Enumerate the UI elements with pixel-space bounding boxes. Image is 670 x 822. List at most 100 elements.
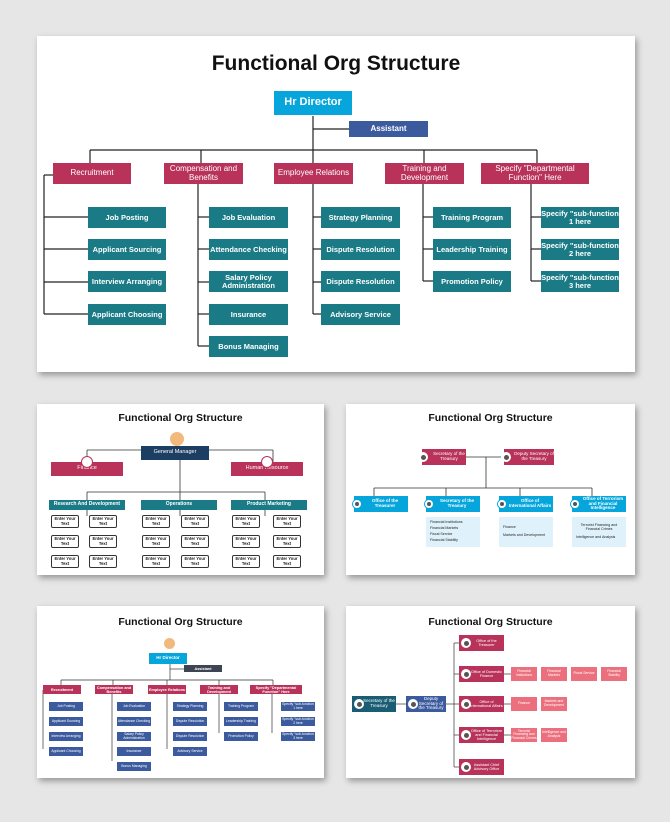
sub-function-box: Training Program [433,207,511,228]
person-icon [418,452,428,462]
person-icon [461,669,471,679]
sub-function-box: Salary Policy Administration [209,271,288,292]
office-box: Office of Domestic Finance [459,666,504,682]
division-box: Product Marketing [231,500,307,510]
person-icon [501,452,511,462]
slide-3-title: Functional Org Structure [428,412,553,424]
slide-5[interactable]: Functional Org Structure Secretary of th… [346,606,635,778]
deputy-box: Deputy Secretary of the Treasury [504,449,554,465]
slide-4[interactable]: Functional Org Structure Hr Director Ass… [37,606,324,778]
sub-function-box: Training Program [224,702,258,711]
sub-function-box: Bonus Managing [117,762,151,771]
sub-function-box: Dispute Resolution [173,717,207,726]
slide-4-title: Functional Org Structure [118,616,243,628]
detail-item: Finance [503,525,516,530]
detail-item: Terrorist Financing and Financial Crimes [580,523,618,532]
assistant-box: Assistant [349,121,428,137]
text-cell: Enter Your Text [273,535,301,548]
sub-function-box: Attendance Checking [209,239,288,260]
detail-item: Markets and Development [503,533,545,537]
sub-function-box: Interview Arranging [49,732,83,741]
subunit-box: Finance [511,697,537,711]
human-resource-icon [261,456,273,468]
sub-function-box: Dispute Resolution [321,271,400,292]
division-box: Operations [141,500,217,510]
person-icon-dot [463,701,469,707]
sub-function-box: Specify "sub-function 1 here [281,701,315,711]
dept-box: Compensation and Benefits [95,685,133,694]
sub-function-box: Advisory Service [173,747,207,756]
sub-function-box: Advisory Service [321,304,400,325]
sub-function-box: Promotion Policy [224,732,258,741]
sub-function-box: Applicant Choosing [49,747,83,756]
sub-function-box: Strategy Planning [173,702,207,711]
human-resource-box: Human Resource [231,462,303,476]
slide-1-title: Functional Org Structure [211,52,461,75]
slide-1[interactable]: Functional Org Structure [37,36,635,372]
text-cell: Enter Your Text [89,555,117,568]
text-cell: Enter Your Text [142,555,170,568]
person-icon-dot [463,671,469,677]
detail-item: Financial Markets [430,526,459,531]
detail-item: Financial Stability [430,538,458,543]
sub-function-box: Attendance Checking [117,717,151,726]
office-box: Office of Terrorism and Financial Intell… [459,727,504,743]
sub-function-box: Job Posting [49,702,83,711]
text-cell: Enter Your Text [181,535,209,548]
text-cell: Enter Your Text [181,515,209,528]
text-cell: Enter Your Text [142,535,170,548]
dept-compensation: Compensation and Benefits [164,163,243,184]
office-box: Office of International Affairs [499,496,553,512]
office-box: Office of International Affairs [459,696,504,712]
sub-function-box: Interview Arranging [88,271,166,292]
sub-function-box: Dispute Resolution [173,732,207,741]
subunit-box: Intelligence and Analysis [541,728,567,742]
dept-training: Training and Development [385,163,464,184]
sub-function-box: Dispute Resolution [321,239,400,260]
sub-function-box: Promotion Policy [433,271,511,292]
sub-function-box: Insurance [117,747,151,756]
sub-function-box: Applicant Sourcing [49,717,83,726]
person-icon [424,499,434,509]
subunit-box: Financial Stability [601,667,627,681]
slide-2[interactable]: Functional Org Structure General Manager… [37,404,324,575]
person-icon-dot [463,732,469,738]
secretary-box: Secretary of the Treasury [422,449,466,465]
hr-director-box: Hr Director [149,653,187,664]
finance-box: Finance [51,462,123,476]
slide-3-connectors [373,456,593,496]
general-manager-box: General Manager [141,446,209,460]
subunit-box: Terrorist Financing and Financial Crimes [511,728,537,742]
office-detail-list: Finance Markets and Development [499,517,553,547]
director-avatar-icon [164,638,175,649]
office-detail-list: Financial Institutions Financial Markets… [426,517,480,547]
subunit-box: Fiscal Service [571,667,597,681]
sub-function-box: Bonus Managing [209,336,288,357]
slide-5-connectors [396,642,511,768]
slide-4-connectors [42,664,274,761]
detail-item: Intelligence and Analysis [576,534,616,539]
person-icon [408,699,418,709]
assistant-box: Assistant [184,665,222,672]
text-cell: Enter Your Text [273,555,301,568]
text-cell: Enter Your Text [232,535,260,548]
office-box: Office of the Treasurer [354,496,408,512]
person-icon [461,730,471,740]
text-cell: Enter Your Text [232,515,260,528]
sub-function-box: Specify "sub-function 3 here [281,731,315,741]
office-box: Assistant Chief Advisory Office [459,759,504,775]
person-icon [570,499,580,509]
office-detail-list: Terrorist Financing and Financial Crimes… [572,517,626,547]
sub-function-box: Job Posting [88,207,166,228]
finance-icon [81,456,93,468]
text-cell: Enter Your Text [142,515,170,528]
manager-avatar-icon [170,432,184,446]
person-icon [497,499,507,509]
sub-function-box: Specify "sub-function 2 here [541,239,619,260]
sub-function-box: Specify "sub-function 1 here [541,207,619,228]
text-cell: Enter Your Text [89,535,117,548]
slide-3[interactable]: Functional Org Structure Secretary of th… [346,404,635,575]
text-cell: Enter Your Text [89,515,117,528]
office-box: Office of the Treasurer [459,635,504,651]
slide-1-connectors [43,116,541,347]
